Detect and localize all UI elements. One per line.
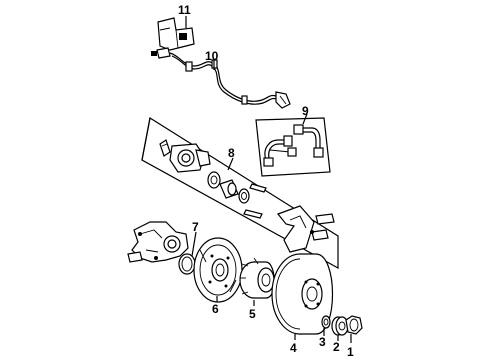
hub-nut-part bbox=[345, 315, 363, 335]
brake-rotor-part bbox=[271, 253, 334, 335]
callout-6: 6 bbox=[212, 302, 219, 316]
backing-plate-part bbox=[193, 237, 243, 303]
o-ring-part bbox=[178, 253, 196, 275]
abs-sensor-harness-part bbox=[151, 47, 291, 109]
callout-7: 7 bbox=[192, 220, 199, 234]
callout-1: 1 bbox=[347, 345, 354, 359]
bracket-part bbox=[157, 17, 195, 51]
caliper-kit-box bbox=[141, 117, 339, 270]
hub-bearing-part bbox=[239, 257, 275, 299]
brake-hose-box bbox=[255, 117, 331, 177]
callout-5: 5 bbox=[249, 307, 256, 321]
callout-4: 4 bbox=[290, 341, 297, 355]
callout-9: 9 bbox=[302, 104, 309, 118]
callout-3: 3 bbox=[319, 335, 326, 349]
steering-knuckle bbox=[127, 221, 189, 263]
washer-part bbox=[331, 316, 349, 336]
callout-10: 10 bbox=[205, 49, 219, 63]
callout-11: 11 bbox=[178, 3, 191, 17]
callout-2: 2 bbox=[333, 340, 340, 354]
bearing-nut-part bbox=[321, 315, 331, 329]
callout-8: 8 bbox=[228, 146, 235, 160]
